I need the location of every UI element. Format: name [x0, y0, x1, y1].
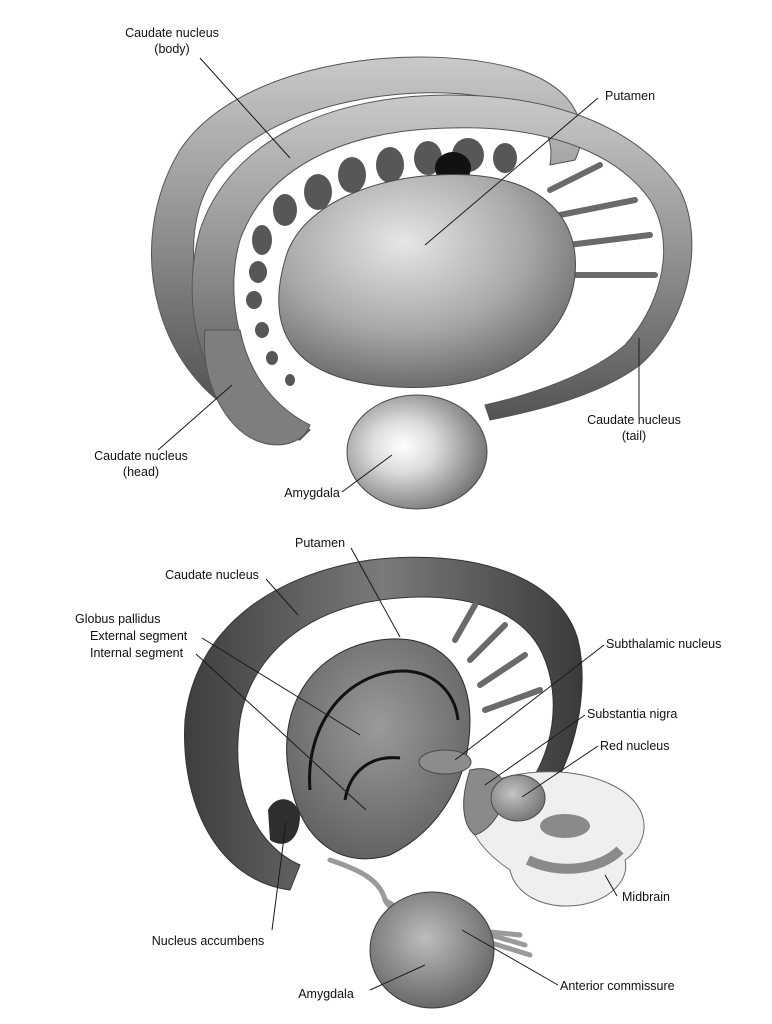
bottom-subthalamic-nucleus: [418, 749, 472, 775]
leader-bottom-caudate: [265, 578, 299, 616]
bottom-figure: Putamen Caudate nucleus Globus pallidus …: [75, 536, 721, 1009]
label-bottom-globus-pallidus: Globus pallidus: [75, 612, 160, 626]
label-bottom-amygdala: Amygdala: [298, 987, 354, 1001]
label-top-putamen: Putamen: [605, 89, 655, 103]
label-top-caudate-head-1: Caudate nucleus: [94, 449, 188, 463]
label-top-caudate-tail-2: (tail): [622, 429, 646, 443]
leader-bottom-amygdala: [369, 964, 426, 991]
leader-top-caudate-head: [157, 384, 233, 451]
label-top-amygdala: Amygdala: [284, 486, 340, 500]
leader-bottom-subthalamic: [454, 644, 605, 761]
leader-top-putamen: [424, 97, 599, 246]
top-amygdala: [346, 394, 488, 510]
label-top-caudate-tail-1: Caudate nucleus: [587, 413, 681, 427]
top-caudate-head: [203, 329, 311, 446]
leader-bottom-internal-segment: [195, 653, 367, 811]
leader-bottom-substantia-nigra: [484, 714, 586, 786]
leader-bottom-midbrain: [604, 874, 618, 897]
bottom-red-nucleus: [490, 774, 546, 822]
midbrain-inner-band: [525, 846, 624, 874]
bottom-strands: [452, 602, 543, 713]
label-bottom-subthalamic-nucleus: Subthalamic nucleus: [606, 637, 721, 651]
top-tail-strands: [547, 162, 658, 278]
label-top-caudate-head-2: (head): [123, 465, 159, 479]
bottom-amygdala: [369, 891, 495, 1009]
label-bottom-midbrain: Midbrain: [622, 890, 670, 904]
top-caudate-outer-arc: [151, 56, 582, 421]
label-bottom-red-nucleus: Red nucleus: [600, 739, 670, 753]
leader-bottom-nucleus-accumbens: [271, 821, 287, 931]
label-top-caudate-body-1: Caudate nucleus: [125, 26, 219, 40]
label-bottom-caudate-nucleus: Caudate nucleus: [165, 568, 259, 582]
bottom-nucleus-accumbens: [268, 799, 300, 844]
label-bottom-nucleus-accumbens: Nucleus accumbens: [152, 934, 265, 948]
label-bottom-substantia-nigra: Substantia nigra: [587, 707, 677, 721]
top-figure: Caudate nucleus (body) Putamen Caudate n…: [94, 26, 693, 510]
label-bottom-external-segment: External segment: [90, 629, 188, 643]
leader-bottom-external-segment: [201, 637, 361, 736]
label-bottom-putamen: Putamen: [295, 536, 345, 550]
leader-bottom-red-nucleus: [521, 745, 599, 798]
label-bottom-anterior-commissure: Anterior commissure: [560, 979, 675, 993]
leader-bottom-anterior-commissure: [461, 929, 559, 986]
leader-top-caudate-body: [199, 57, 291, 159]
midbrain-inner-blob: [540, 814, 590, 838]
label-top-caudate-body-2: (body): [154, 42, 189, 56]
bottom-globus-pallidus-external: [308, 669, 460, 791]
leader-top-amygdala: [341, 454, 393, 493]
label-bottom-internal-segment: Internal segment: [90, 646, 184, 660]
bottom-putamen: [286, 638, 471, 860]
bottom-substantia-nigra: [463, 768, 506, 836]
leader-bottom-putamen: [350, 547, 401, 638]
top-cell-bridges: [246, 138, 517, 386]
top-putamen: [278, 173, 576, 388]
bottom-globus-pallidus-internal: [343, 756, 401, 801]
